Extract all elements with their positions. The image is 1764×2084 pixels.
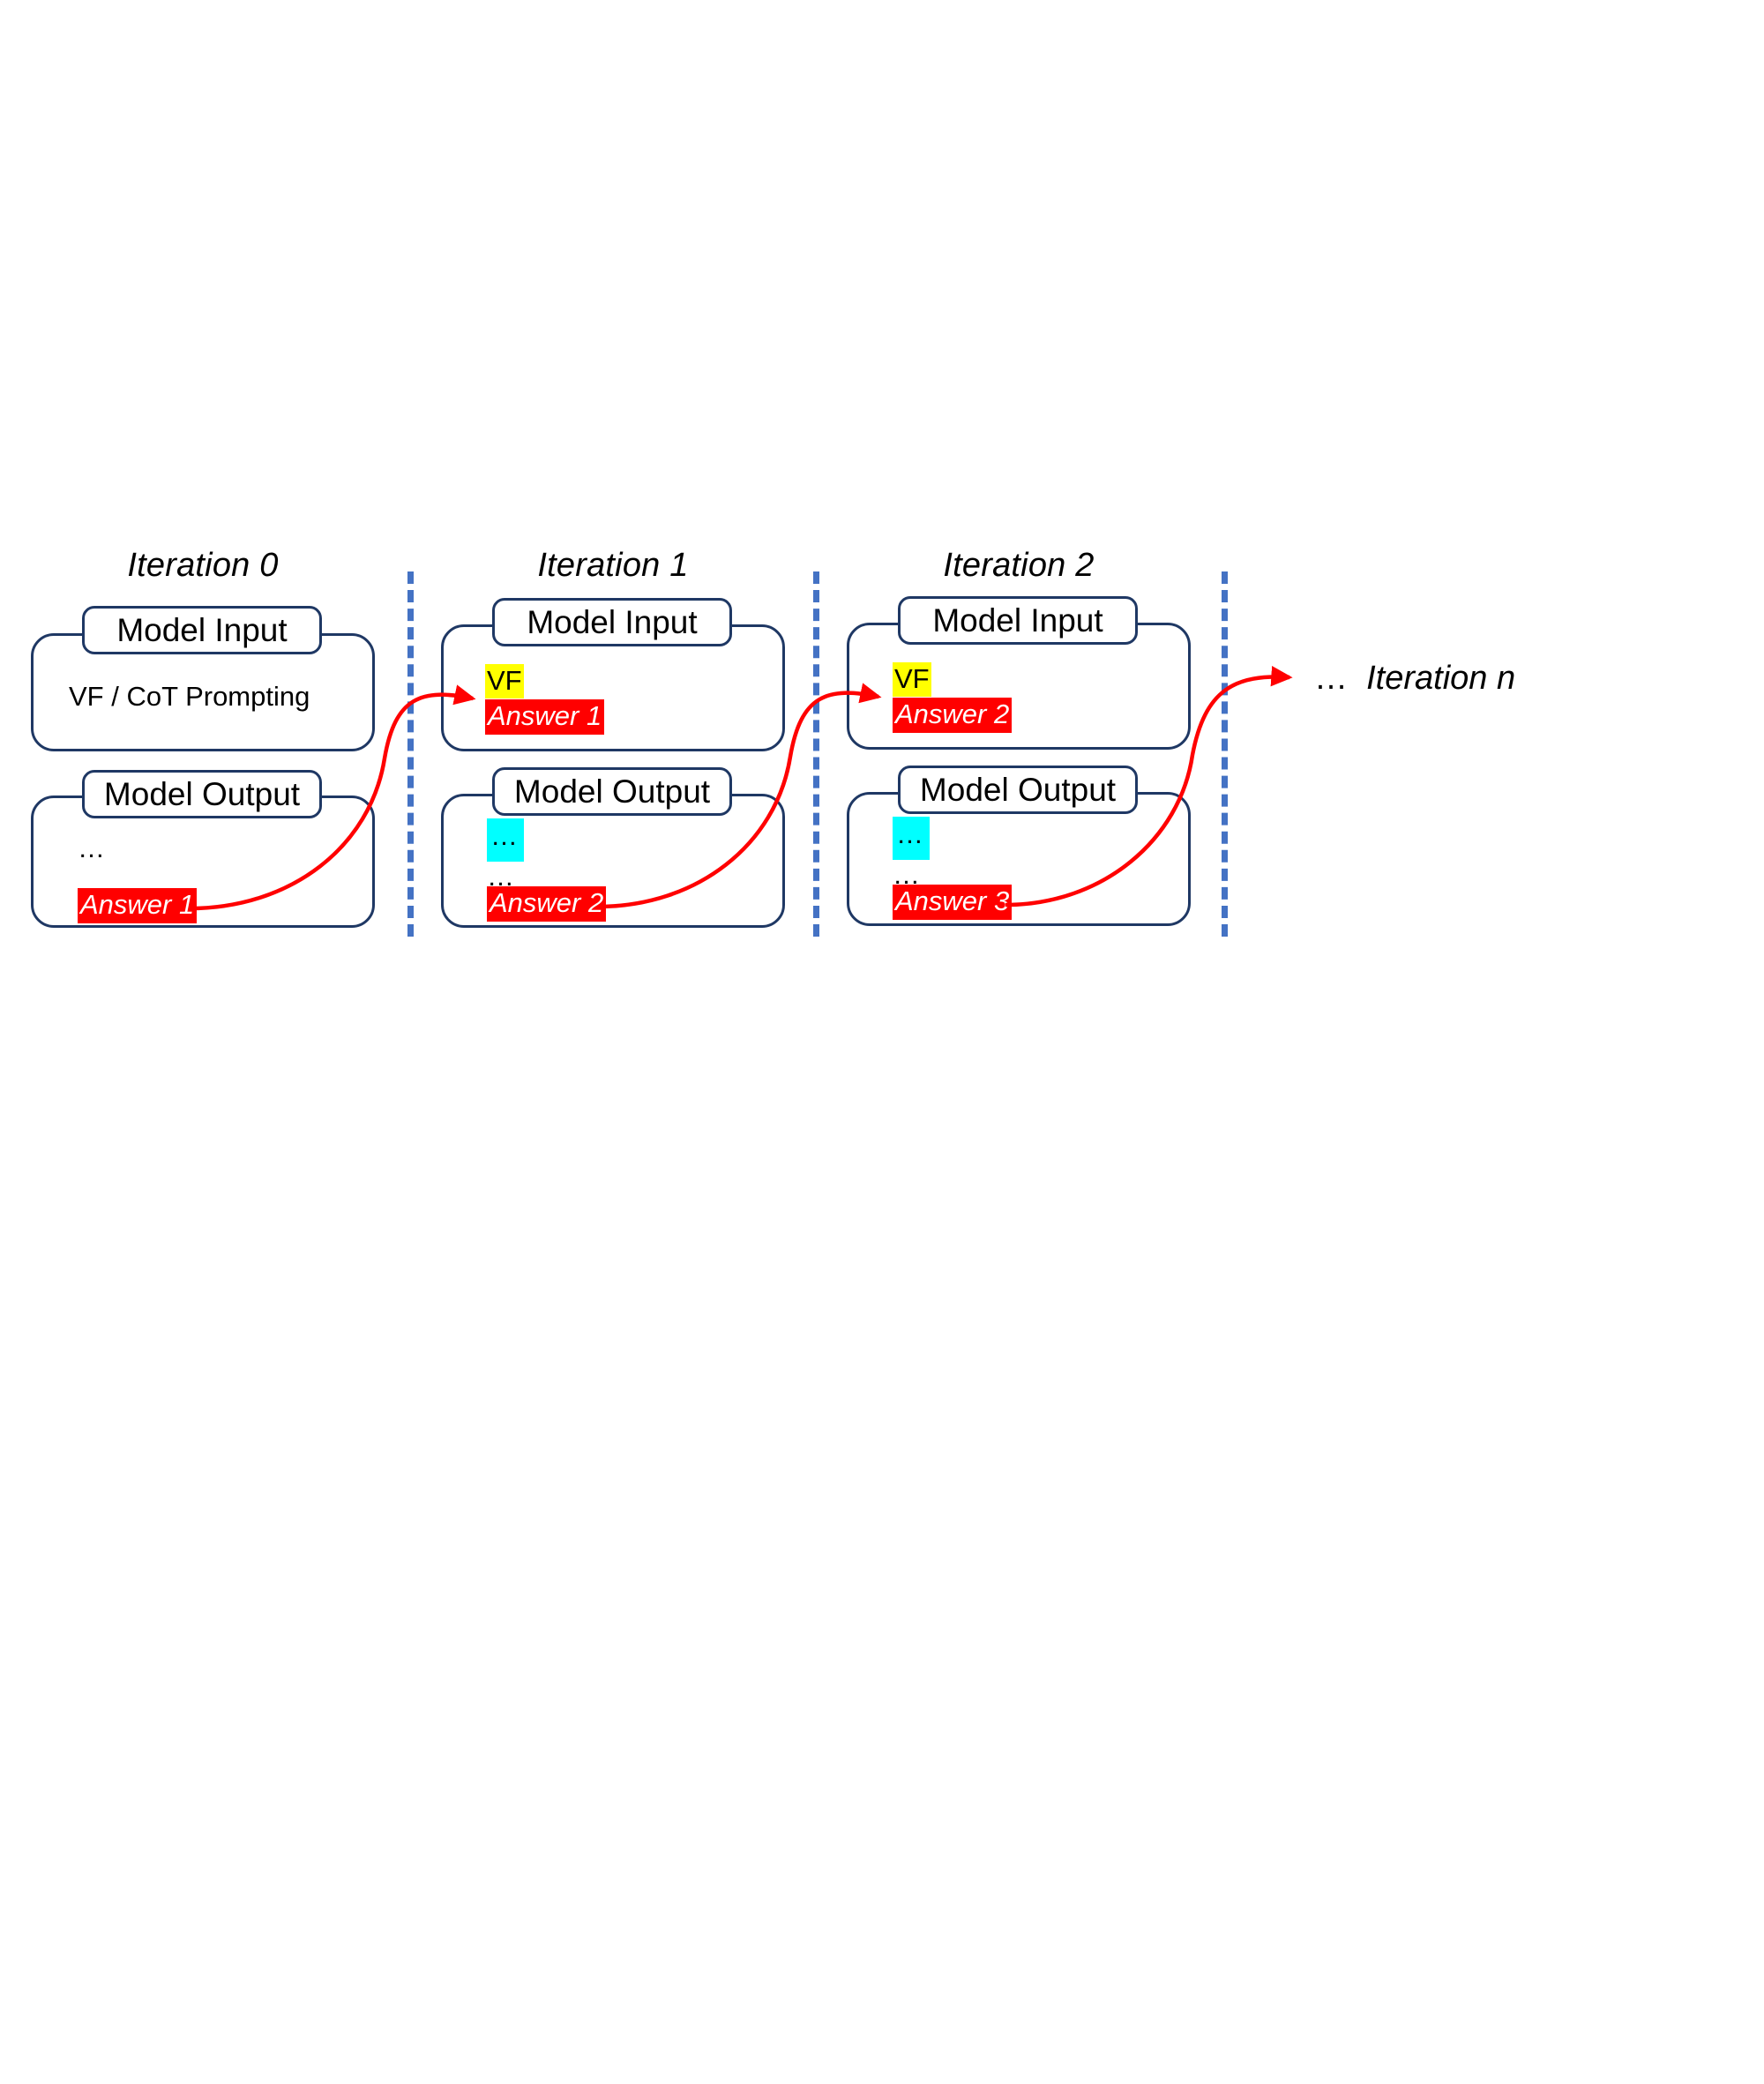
model-input-label-0: Model Input <box>82 606 322 654</box>
column-separator-1 <box>407 571 414 937</box>
vf-highlight-1: VF <box>485 664 524 698</box>
column-separator-3 <box>1222 571 1228 937</box>
vf-highlight-2: VF <box>893 662 931 697</box>
model-output-label-2: Model Output <box>898 766 1138 814</box>
model-input-line-2-0: VF <box>893 662 931 697</box>
model-output-line-2-2: Answer 3 <box>893 885 1013 920</box>
column-separator-2 <box>813 571 819 937</box>
output-ellipsis-highlight-1: … <box>487 818 524 862</box>
model-input-line-1-1: Answer 1 <box>485 699 605 735</box>
answer-highlight-2: Answer 3 <box>893 885 1013 920</box>
model-output-line-1-2: Answer 2 <box>487 886 607 922</box>
model-input-label-1: Model Input <box>492 598 732 646</box>
model-input-label-2: Model Input <box>898 596 1138 645</box>
model-output-line-0-1: Answer 1 <box>78 888 198 923</box>
final-ellipsis: … <box>1314 660 1348 697</box>
model-input-line-2-1: Answer 2 <box>893 698 1013 733</box>
final-iteration-text: Iteration n <box>1366 660 1516 697</box>
final-iteration-label: … Iteration n <box>1314 660 1515 698</box>
answer-highlight-1: Answer 2 <box>487 886 607 922</box>
input-prompt-text-0: VF / CoT Prompting <box>69 681 310 712</box>
model-output-line-0-0: … <box>78 833 107 864</box>
iteration-title-0: Iteration 0 <box>127 547 279 584</box>
model-input-line-0-0: VF / CoT Prompting <box>69 681 310 713</box>
answer-input-highlight-1: Answer 1 <box>485 699 605 735</box>
answer-input-highlight-2: Answer 2 <box>893 698 1013 733</box>
iteration-title-1: Iteration 1 <box>537 547 689 584</box>
iteration-title-2: Iteration 2 <box>943 547 1095 584</box>
model-input-line-1-0: VF <box>485 664 524 698</box>
output-ellipsis-highlight-2: … <box>893 817 930 860</box>
answer-highlight-0: Answer 1 <box>78 888 198 923</box>
output-ellipsis-0: … <box>78 833 107 863</box>
model-output-label-0: Model Output <box>82 770 322 818</box>
model-output-line-2-0: … <box>893 817 930 860</box>
model-output-line-1-0: … <box>487 818 524 862</box>
model-output-label-1: Model Output <box>492 767 732 816</box>
